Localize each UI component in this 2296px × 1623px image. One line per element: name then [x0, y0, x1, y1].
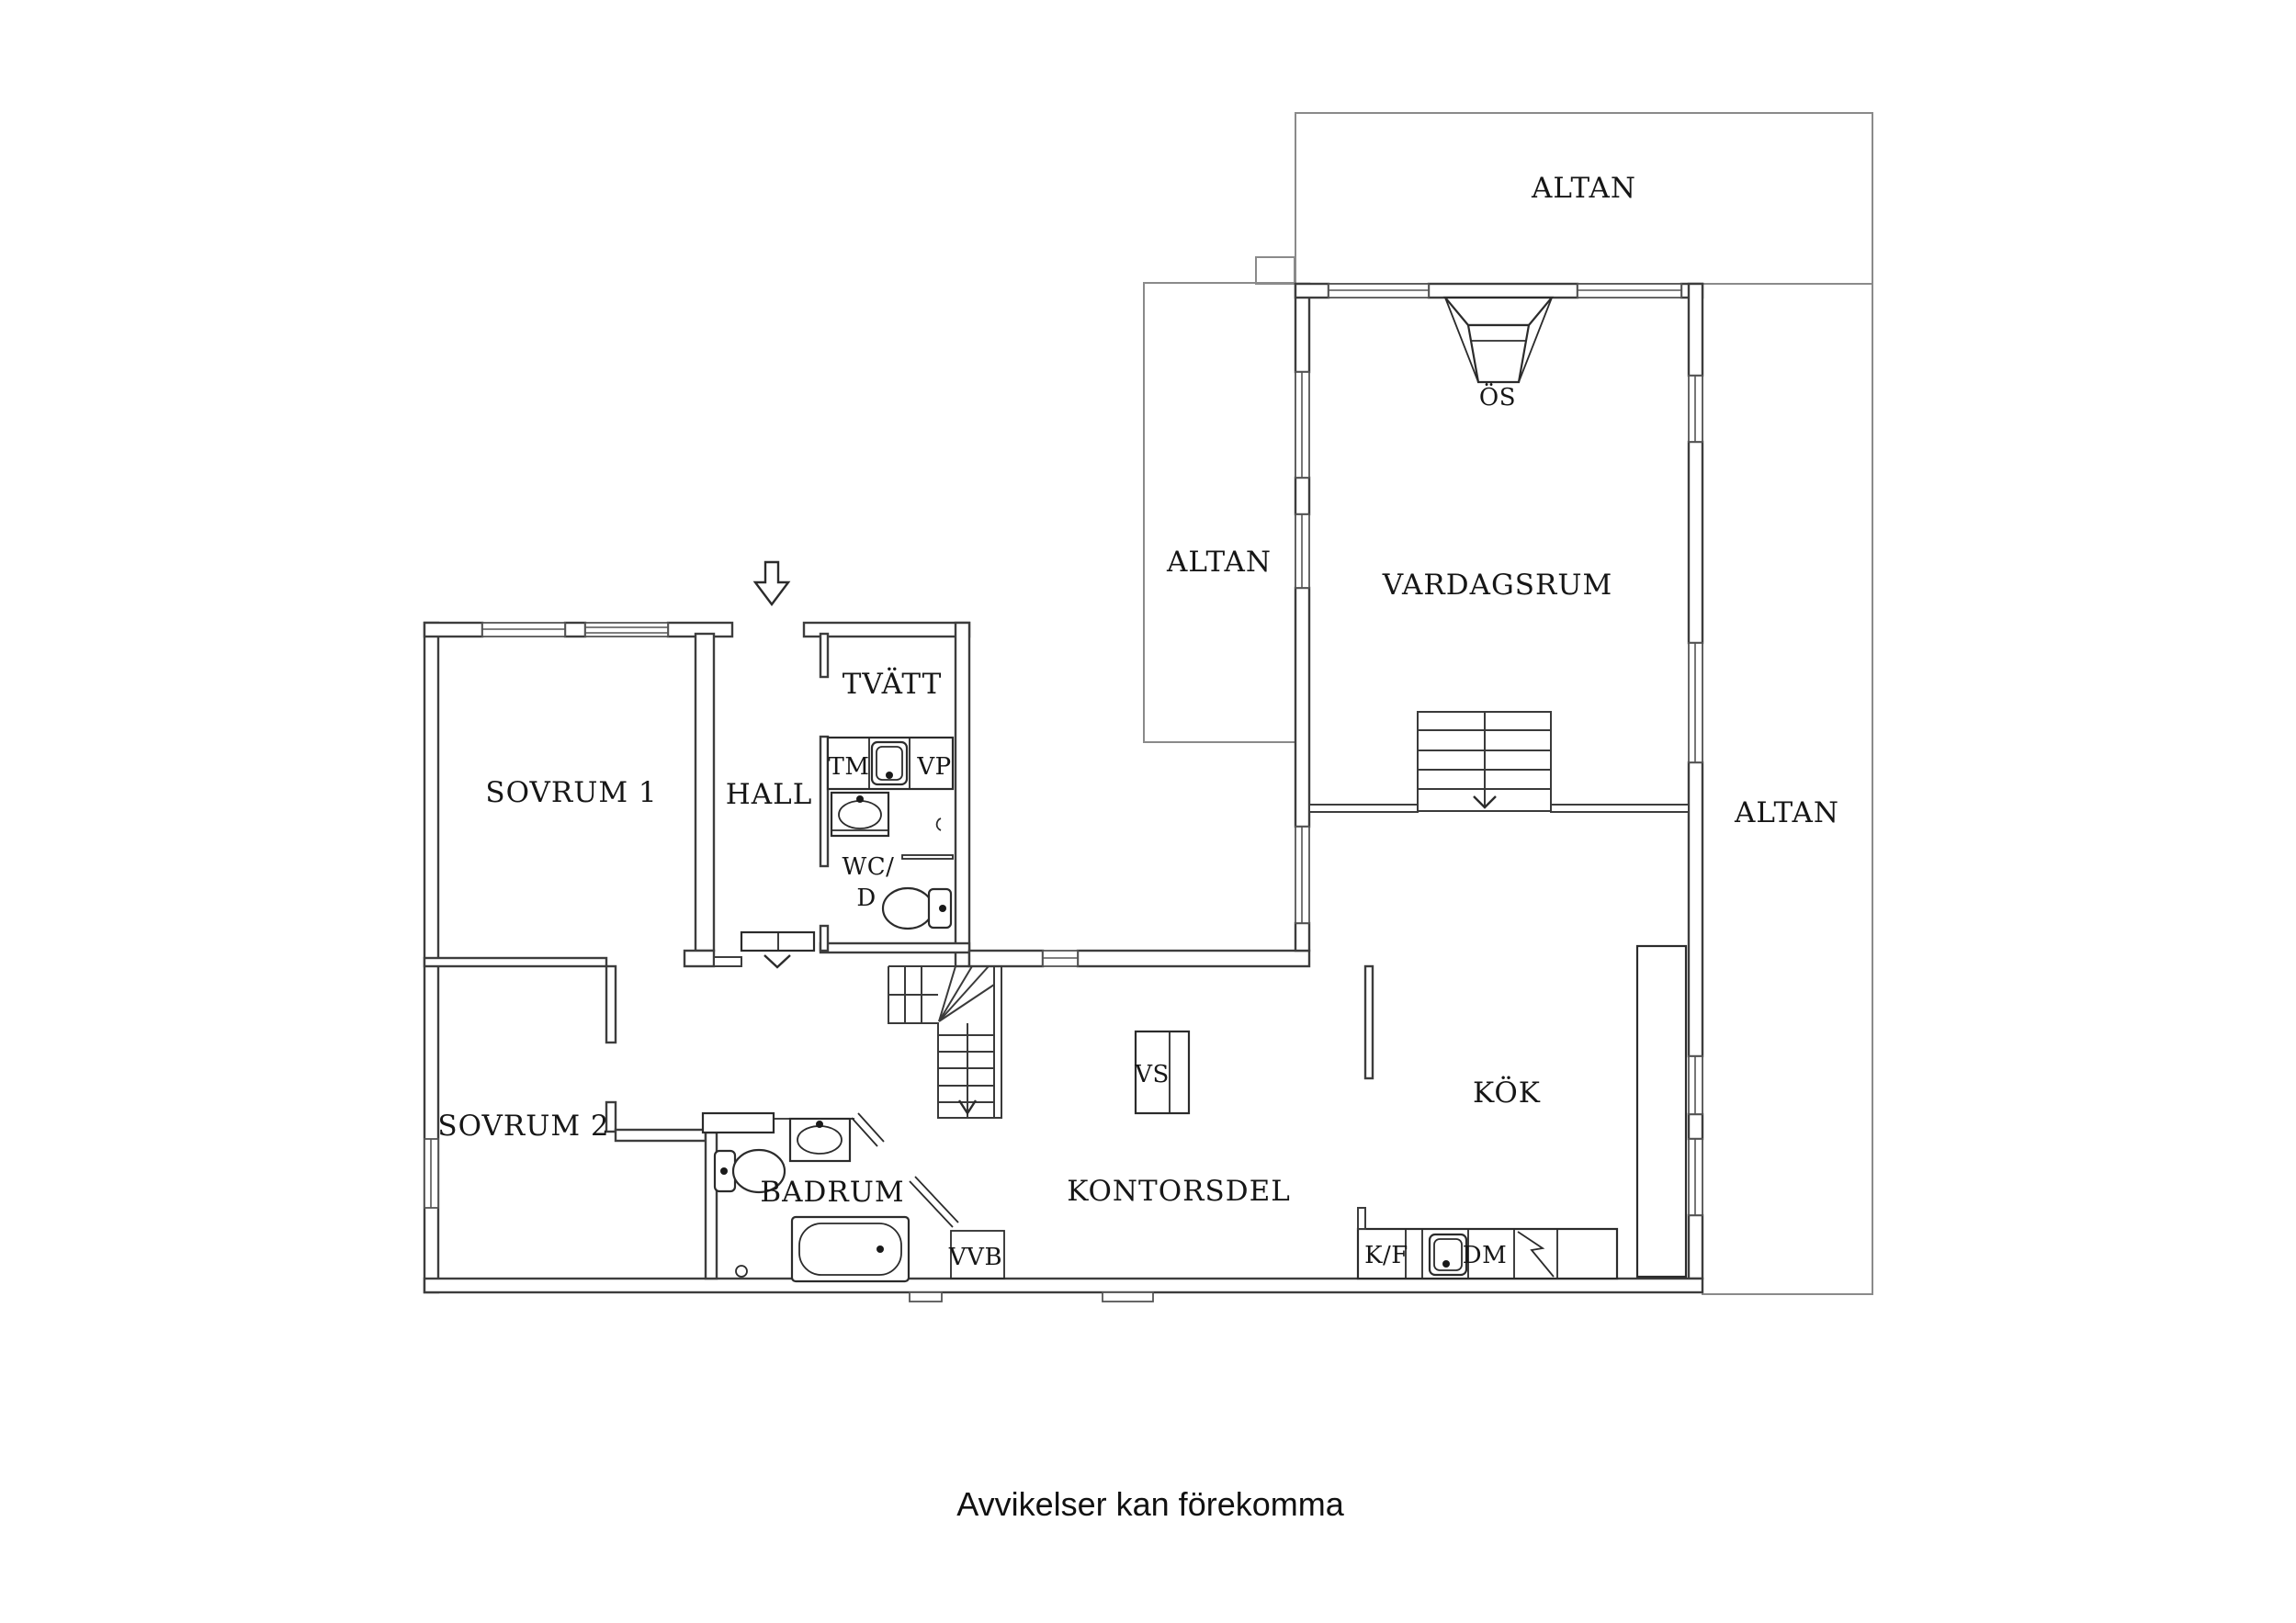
fireplace-firebox: [1466, 323, 1531, 384]
kitchen-counter-east: [1635, 944, 1688, 1279]
wall-east-4: [1687, 1112, 1704, 1141]
label-kontorsdel: KONTORSDEL: [1067, 1175, 1291, 1208]
wall-wc-west-2: [819, 924, 830, 952]
entrance-arrow-icon: [752, 560, 791, 606]
label-vs: VS: [1134, 1061, 1170, 1088]
entrance: [752, 560, 791, 606]
kitchen-counter-stub: [1357, 1207, 1366, 1230]
fireplace: [1442, 296, 1555, 384]
label-altan-top: ALTAN: [1531, 172, 1636, 205]
label-altan-mid: ALTAN: [1166, 546, 1272, 579]
badrum-fixtures: [701, 1111, 1005, 1283]
wall-east-5: [1687, 1213, 1704, 1280]
wall-vardagsrum-west-4: [1294, 921, 1311, 952]
label-tm: TM: [829, 753, 870, 781]
stairs-lower-down-arrow-icon: [957, 1099, 978, 1116]
wc-hook-icon: [935, 817, 942, 831]
wall-east-2: [1687, 440, 1704, 645]
deck-right: [1702, 283, 1873, 1295]
label-altan-right: ALTAN: [1734, 796, 1839, 829]
wall-north-1: [423, 621, 484, 638]
wall-wc-south: [819, 941, 971, 954]
wall-kok-divider: [1363, 964, 1374, 1080]
badrum-toilet-bowl-icon: [731, 1148, 786, 1194]
windows: [424, 283, 1703, 1216]
wall-vardagsrum-north-1: [1294, 282, 1330, 299]
hall-door: [740, 930, 816, 969]
label-sovrum2: SOVRUM 2: [437, 1110, 609, 1143]
disclaimer-text: Avvikelser kan förekomma: [956, 1485, 1344, 1523]
wall-wc-west: [819, 735, 830, 868]
window-south-1: [909, 1291, 943, 1302]
wall-sovrum2-return-1: [605, 964, 617, 1044]
wc-shower-screen: [901, 854, 954, 860]
wall-kontorsdel-top-1: [967, 949, 1045, 968]
wall-vardagsrum-south-2: [1550, 804, 1690, 813]
wall-hall-south: [713, 956, 742, 967]
wall-vardagsrum-west-3: [1294, 586, 1311, 828]
label-sovrum1: SOVRUM 1: [485, 776, 657, 809]
bathtub-icon: [790, 1215, 910, 1283]
wc-toilet-bowl-icon: [881, 886, 934, 930]
label-vvb: VVB: [948, 1244, 1002, 1271]
wall-south: [423, 1277, 1704, 1294]
wc-fixtures: [830, 791, 954, 930]
wall-east-1: [1687, 282, 1704, 378]
label-kf: K/F: [1364, 1242, 1408, 1269]
stairs-vardagsrum-down-arrow-icon: [1473, 795, 1497, 809]
vs-shaft: [1134, 1030, 1191, 1115]
fireplace-outer: [1442, 296, 1555, 327]
kitchen-counters: [1356, 944, 1688, 1280]
vs-box: [1134, 1030, 1191, 1115]
label-wc-line2: D: [856, 885, 876, 912]
wall-vardagsrum-south-1: [1308, 804, 1419, 813]
label-hall: HALL: [726, 778, 813, 811]
wall-north-2: [563, 621, 587, 638]
label-vardagsrum: VARDAGSRUM: [1382, 569, 1612, 602]
deck-middle: [1143, 282, 1296, 743]
wall-corridor-south: [614, 1128, 707, 1143]
window-south-2: [1102, 1291, 1154, 1302]
kitchen-sink-icon: [1428, 1233, 1468, 1277]
laundry-sink-icon: [870, 740, 909, 786]
floor-drain-icon: [735, 1265, 748, 1278]
label-kok: KÖK: [1473, 1075, 1541, 1110]
chimney: [1255, 256, 1295, 285]
wall-leftwing-east: [954, 621, 971, 968]
label-tvatt: TVÄTT: [843, 666, 943, 701]
wall-vardagsrum-north-2: [1427, 282, 1579, 299]
room-labels: ALTAN ALTAN ALTAN VARDAGSRUM ÖS KÖK KONT…: [437, 172, 1839, 1271]
wall-sovrum-divider: [423, 956, 608, 968]
wall-hall-foot: [683, 949, 716, 968]
badrum-ledge: [701, 1111, 775, 1134]
wall-sovrum1-hall: [694, 632, 716, 952]
stairs-vardagsrum: [1417, 711, 1552, 812]
wall-vardagsrum-west-2: [1294, 476, 1311, 516]
stairs-lower: [888, 965, 1002, 1119]
wall-sovrum2-return-2: [605, 1100, 617, 1133]
label-dm: DM: [1463, 1242, 1507, 1269]
wall-east-3: [1687, 761, 1704, 1058]
kitchen-counter-south: [1356, 1227, 1619, 1280]
wall-kontorsdel-top-2: [1076, 949, 1311, 968]
vvb-closet: [950, 1230, 1005, 1279]
label-wc-line1: WC/: [843, 853, 895, 881]
laundry-counter: [826, 736, 955, 791]
hall-door-arrow-icon: [763, 954, 791, 969]
wall-tvatt-west: [819, 632, 830, 679]
stove-lightning-icon: [1517, 1231, 1555, 1278]
label-os: ÖS: [1479, 382, 1516, 411]
label-badrum: BADRUM: [760, 1176, 904, 1209]
label-vp: VP: [916, 753, 951, 781]
